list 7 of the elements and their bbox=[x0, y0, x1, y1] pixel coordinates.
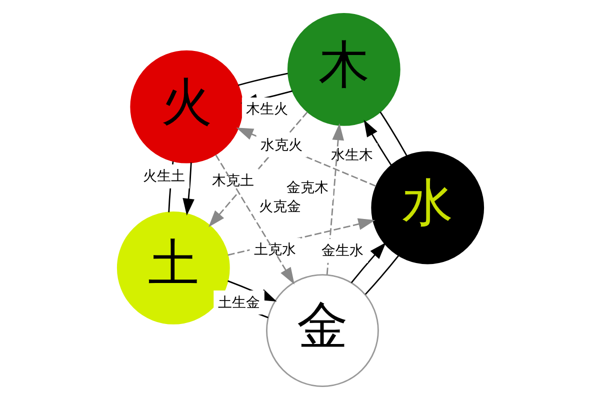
edge-label: 金生水 bbox=[320, 243, 363, 260]
edge-label: 水克火 bbox=[260, 138, 302, 154]
edge-label: 火克金 bbox=[258, 198, 300, 215]
edge-label: 木生火 bbox=[246, 102, 288, 118]
edge-label: 金克木 bbox=[286, 180, 328, 196]
edge-label: 火生土 bbox=[142, 168, 184, 185]
edge-label: 水生木 bbox=[330, 148, 372, 164]
